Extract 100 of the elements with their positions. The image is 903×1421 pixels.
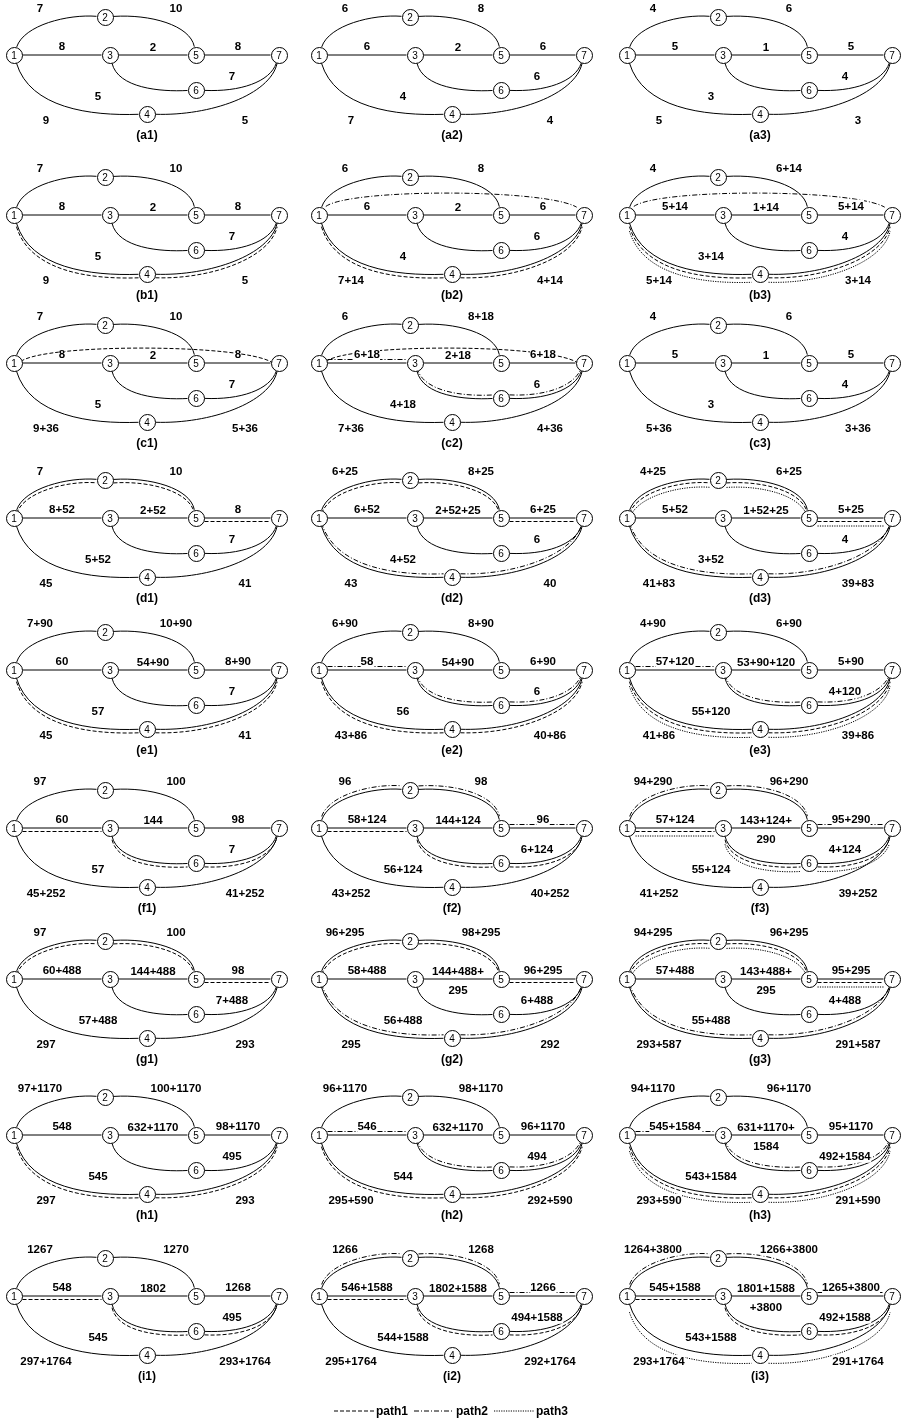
edge-weight-label: 6: [341, 161, 349, 175]
edge-weight-label: 54+90: [441, 655, 475, 670]
edge-weight-label: 545: [88, 1169, 108, 1183]
graph-edge: [635, 362, 715, 364]
graph-edge: [111, 525, 188, 555]
edge-weight-label: 4+14: [537, 273, 563, 287]
edge-weight-label: 8: [234, 39, 242, 53]
path-line: [817, 986, 884, 988]
panel-caption: (g2): [441, 1052, 463, 1066]
edge-weight-label: 1264+3800: [624, 1242, 682, 1256]
edge-weight-label: 43: [344, 576, 358, 590]
graph-edge: [16, 15, 98, 48]
edge-weight-label: 43+86: [334, 728, 368, 742]
edge-weight-label: 2: [454, 200, 462, 215]
panel-caption: (f2): [442, 901, 462, 915]
edge-weight-label: 7: [228, 69, 236, 83]
graph-edge: [731, 827, 801, 829]
node-circle: 1: [5, 819, 23, 837]
edge-weight-label: 10: [169, 1, 183, 15]
edge-weight-label: 5+25: [838, 502, 864, 516]
graph-edge: [118, 669, 188, 671]
edge-weight-label: 297+1764: [20, 1354, 72, 1368]
node-circle: 2: [96, 1249, 114, 1267]
node-circle: 1: [310, 206, 328, 224]
edge-weight-label: 7: [228, 684, 236, 698]
edge-weight-label: 56+124: [383, 862, 423, 876]
node-circle: 3: [101, 970, 119, 988]
edge-weight-label: 4: [649, 309, 657, 323]
panel-caption: (h2): [441, 1208, 463, 1222]
graph-edge: [111, 62, 188, 92]
node-circle: 1: [5, 970, 23, 988]
edge-weight-label: 4: [841, 69, 849, 83]
edge-weight-label: 57: [91, 704, 105, 718]
edge-weight-label: 41+252: [225, 886, 265, 900]
node-circle: 6: [492, 81, 510, 99]
edge-weight-label: 632+1170: [432, 1120, 484, 1135]
panel-caption: (b3): [749, 288, 771, 302]
node-circle: 5: [800, 206, 818, 224]
edge-weight-label: 94+295: [633, 925, 673, 939]
graph-edge: [327, 1134, 407, 1136]
path-line: [817, 521, 884, 522]
node-circle: 5: [187, 661, 205, 679]
edge-weight-label: 1268: [225, 1280, 251, 1294]
node-circle: 4: [138, 878, 156, 896]
edge-weight-label: 41+252: [639, 886, 679, 900]
graph-edge: [15, 525, 139, 578]
edge-weight-label: 1802+1588: [429, 1281, 487, 1296]
node-circle: 7: [883, 1126, 901, 1144]
node-circle: 4: [751, 105, 769, 123]
graph-edge: [320, 835, 444, 888]
node-circle: 6: [492, 1005, 510, 1023]
node-circle: 4: [138, 1185, 156, 1203]
panel-caption: (f3): [750, 901, 770, 915]
node-circle: 5: [800, 819, 818, 837]
graph-edge: [724, 370, 801, 400]
path-line: [817, 525, 884, 527]
edge-weight-label: 41: [238, 728, 252, 742]
node-circle: 5: [187, 1287, 205, 1305]
node-circle: 7: [270, 1287, 288, 1305]
node-circle: 2: [709, 781, 727, 799]
node-circle: 6: [800, 696, 818, 714]
path-line: [635, 1131, 715, 1132]
path-line: [633, 192, 886, 208]
graph-edge: [509, 827, 576, 829]
node-circle: 6: [187, 544, 205, 562]
node-circle: 2: [96, 316, 114, 334]
node-circle: 3: [406, 819, 424, 837]
node-circle: 4: [138, 568, 156, 586]
graph-edge: [204, 362, 271, 364]
node-circle: 2: [401, 1088, 419, 1106]
edge-weight-label: 7+14: [338, 273, 364, 287]
edge-weight-label: 5: [241, 113, 249, 127]
edge-weight-label: 3: [707, 397, 715, 411]
node-circle: 7: [270, 970, 288, 988]
graph-edge: [509, 222, 582, 252]
edge-weight-label: 5+36: [646, 421, 672, 435]
edge-weight-label: 8: [234, 502, 242, 516]
edge-weight-label: 8: [234, 199, 242, 213]
graph-edge: [629, 15, 711, 48]
graph-edge: [629, 323, 711, 356]
node-circle: 3: [101, 206, 119, 224]
graph-edge: [118, 362, 188, 364]
node-circle: 1: [618, 1287, 636, 1305]
edge-weight-label: 96: [338, 774, 352, 788]
node-circle: 3: [406, 46, 424, 64]
node-circle: 3: [406, 661, 424, 679]
graph-edge: [628, 370, 752, 423]
edge-weight-label: 3: [707, 89, 715, 103]
node-circle: 5: [492, 661, 510, 679]
graph-edge: [629, 1095, 711, 1128]
node-circle: 4: [751, 720, 769, 738]
edge-weight-label: 96+295: [523, 963, 563, 977]
edge-weight-label: 5+14: [646, 273, 672, 287]
edge-weight-label: 41+86: [642, 728, 676, 742]
edge-weight-label: 494: [527, 1149, 547, 1163]
edge-weight-label: 4+488: [828, 993, 862, 1007]
edge-weight-label: 6: [533, 377, 541, 391]
node-circle: 6: [187, 1161, 205, 1179]
panel-caption: (e2): [441, 743, 463, 757]
graph-edge: [204, 1142, 277, 1172]
